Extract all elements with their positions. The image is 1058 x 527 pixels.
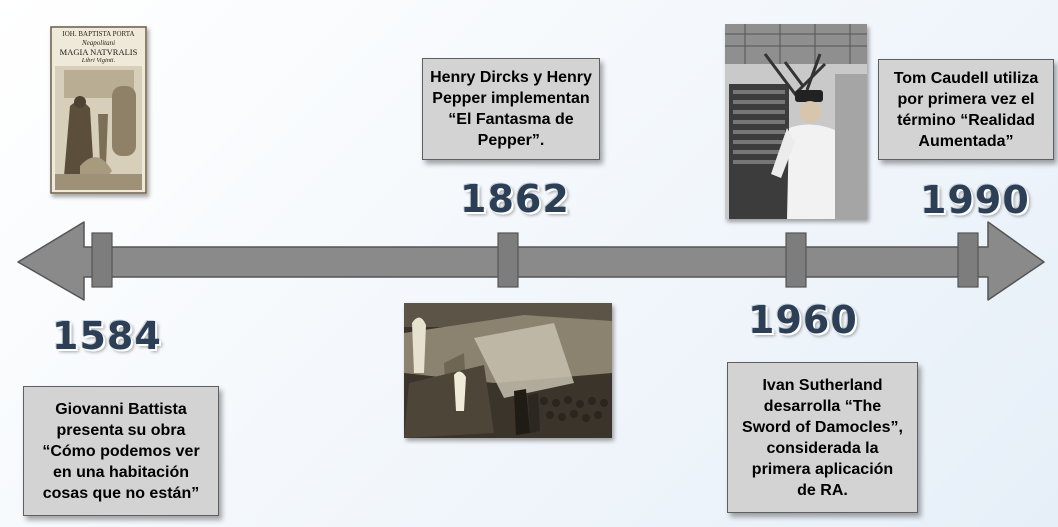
event-1584-line: Giovanni Battista: [55, 400, 187, 418]
year-label-1584: 1584: [52, 314, 162, 358]
event-1960-line: de RA.: [797, 481, 848, 499]
event-1960-line: Sword of Damocles”,: [742, 418, 903, 436]
event-1960-line: primera aplicación: [751, 460, 894, 478]
event-1960-line: Ivan Sutherland: [762, 376, 883, 394]
event-1960-line: desarrolla “The: [763, 397, 882, 415]
event-1990-line: Tom Caudell utiliza: [893, 69, 1039, 87]
event-box-1990: Tom Caudell utiliza por primera vez el t…: [878, 59, 1054, 160]
event-1584-line: en una habitación: [52, 463, 189, 481]
head-mounted-display-photo-icon: [725, 24, 867, 219]
event-1862-line: Pepper implementan: [432, 90, 590, 107]
sutherland-hmd-photo: [725, 24, 867, 219]
event-1584-line: presenta su obra: [56, 421, 186, 439]
book-title-line-1: IOH. BAPTISTA PORTA: [62, 30, 135, 38]
timeline-tick-1584: [91, 232, 113, 288]
event-box-1862: Henry Dircks y Henry Pepper implementan …: [422, 58, 600, 160]
event-1862-line: Pepper”.: [477, 132, 545, 149]
event-1862-line: “El Fantasma de: [448, 111, 574, 128]
book-cover-image: IOH. BAPTISTA PORTA Neapolitani MAGIA NA…: [50, 26, 147, 194]
event-1960-line: considerada la: [766, 439, 879, 457]
event-1990-line: por primera vez el: [897, 90, 1035, 108]
event-box-1584: Giovanni Battista presenta su obra “Cómo…: [23, 386, 219, 516]
timeline-tick-1990: [957, 232, 979, 288]
book-cover-engraving-icon: [50, 26, 147, 194]
book-title-line-4: Libri Viginti.: [81, 57, 116, 64]
event-1584-line: cosas que no están”: [42, 484, 200, 502]
timeline-arrow-body: [17, 221, 1045, 301]
year-label-1960: 1960: [748, 298, 858, 342]
event-1990-line: Aumentada”: [918, 132, 1014, 150]
pepper-ghost-theatre-engraving-icon: [404, 303, 612, 438]
book-title-line-2: Neapolitani: [81, 39, 116, 47]
timeline-tick-1862: [497, 232, 519, 288]
event-1990-line: término “Realidad: [897, 111, 1035, 129]
event-1584-line: “Cómo podemos ver: [42, 442, 200, 460]
pepper-ghost-image: [404, 303, 612, 438]
event-box-1960: Ivan Sutherland desarrolla “The Sword of…: [727, 362, 918, 513]
timeline-tick-1960: [785, 232, 807, 288]
book-title-line-3: MAGIA NATVRALIS: [59, 47, 138, 57]
event-1862-line: Henry Dircks y Henry: [430, 69, 592, 86]
year-label-1990: 1990: [920, 178, 1030, 222]
year-label-1862: 1862: [460, 177, 570, 221]
